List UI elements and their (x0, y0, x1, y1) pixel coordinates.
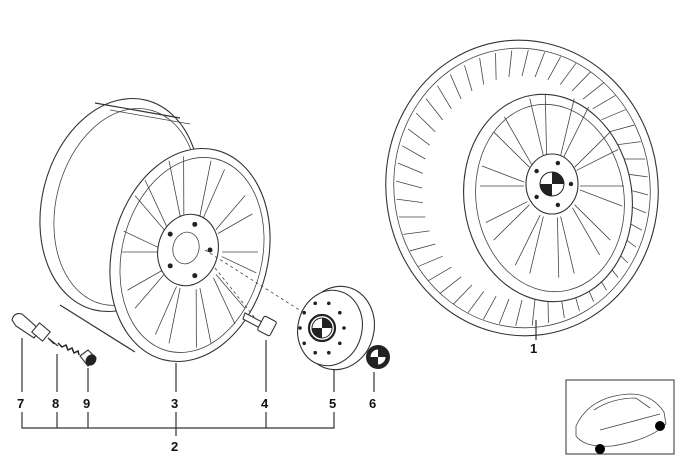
rear-wheel-marker (655, 421, 665, 431)
callout-2: 2 (171, 439, 178, 454)
light-alloy-rim[interactable] (18, 81, 292, 378)
callout-3: 3 (171, 396, 178, 411)
wheel-bolt[interactable] (242, 312, 277, 337)
emblem-badge[interactable] (366, 345, 390, 369)
leader-lines (21, 320, 537, 436)
assembly-lines (204, 249, 313, 319)
hub-cap[interactable] (290, 279, 383, 378)
callout-7: 7 (17, 396, 24, 411)
tire-valve[interactable] (11, 313, 55, 345)
callout-1: 1 (530, 341, 537, 356)
callout-9: 9 (83, 396, 90, 411)
vehicle-position-thumbnail (565, 379, 675, 455)
valve-cap[interactable] (79, 349, 99, 368)
front-wheel-marker (595, 444, 605, 454)
callout-5: 5 (329, 396, 336, 411)
callout-6: 6 (369, 396, 376, 411)
complete-wheel-with-tire[interactable] (367, 23, 678, 354)
valve-insert[interactable] (47, 337, 80, 356)
callout-4: 4 (261, 396, 269, 411)
callout-8: 8 (52, 396, 59, 411)
